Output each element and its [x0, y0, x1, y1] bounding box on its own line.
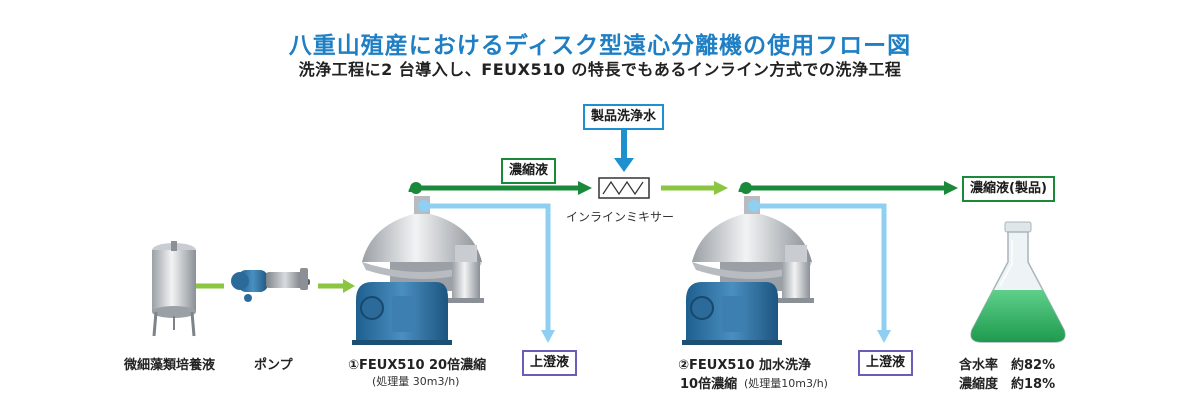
wash-water-arrow — [614, 130, 634, 172]
separator-2-label: ②FEUX510 加水洗浄 — [678, 358, 812, 373]
culture-tank — [152, 241, 196, 337]
supernatant-box-1: 上澄液 — [522, 350, 578, 376]
separator-1-throughput: (処理量 30m3/h) — [372, 375, 460, 388]
feed-arrows — [196, 279, 355, 293]
concentration-label: 濃縮度 約18% — [959, 377, 1056, 392]
separator-1-outlets — [408, 181, 592, 343]
inline-mixer — [598, 177, 650, 199]
pump — [231, 268, 310, 302]
concentrate-product-box: 濃縮液(製品) — [962, 176, 1055, 202]
separator-2 — [682, 196, 814, 345]
page-title: 八重山殖産におけるディスク型遠心分離機の使用フロー図 — [288, 33, 912, 59]
inline-mixer-label: インラインミキサー — [566, 210, 675, 224]
wash-water-box: 製品洗浄水 — [583, 104, 665, 130]
separator-2-outlets — [738, 181, 958, 343]
page-subtitle: 洗浄工程に2 台導入し、FEUX510 の特長でもあるインライン方式での洗浄工程 — [298, 60, 902, 79]
product-flask — [970, 221, 1066, 343]
pump-label: ポンプ — [254, 358, 293, 373]
separator-2-concentration: 10倍濃縮 — [680, 377, 738, 392]
separator-1 — [352, 196, 484, 345]
mixer-to-separator-2-arrow — [661, 181, 728, 195]
separator-2-throughput: (処理量10m3/h) — [744, 377, 828, 390]
separator-1-label: ①FEUX510 20倍濃縮 — [348, 358, 487, 373]
tank-label: 微細藻類培養液 — [124, 358, 216, 373]
water-content-label: 含水率 約82% — [959, 358, 1056, 373]
concentrate-box-1: 濃縮液 — [501, 158, 557, 184]
supernatant-box-2: 上澄液 — [858, 350, 914, 376]
